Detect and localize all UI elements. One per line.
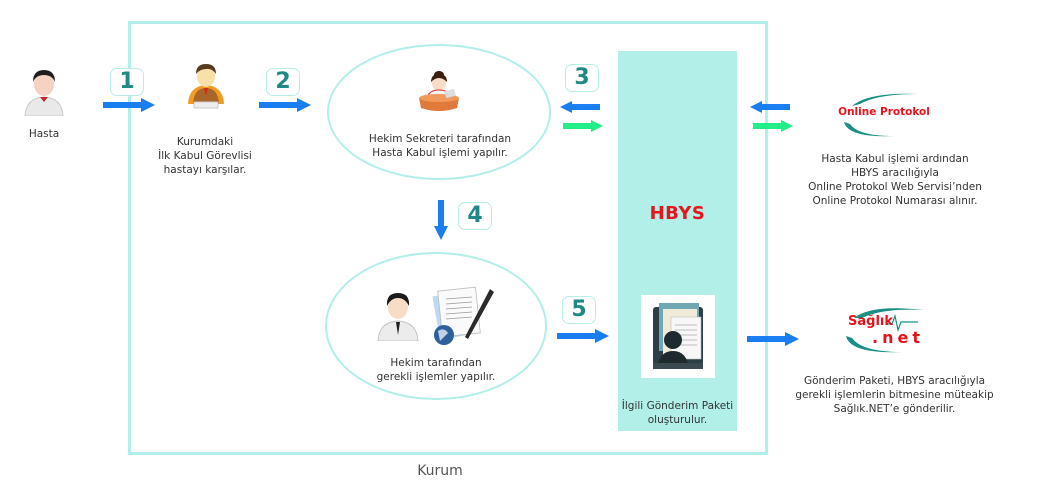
- secretary-ellipse: [327, 44, 551, 180]
- arrow-right-blue-1: [103, 98, 155, 112]
- online-protokol-caption: Hasta Kabul işlemi ardından HBYS aracılı…: [790, 152, 1000, 208]
- step-4-badge: 4: [458, 202, 492, 230]
- secretary-icon: [415, 68, 463, 114]
- reception-caption-line: hastayı karşılar.: [163, 164, 247, 176]
- arrow-right-blue-2: [259, 98, 311, 112]
- step-5-badge: 5: [562, 296, 596, 324]
- saglik-net-caption-line: gerekli işlemlerin bitmesine müteakip: [795, 389, 994, 401]
- arrow-left-blue-protokol: [750, 101, 790, 113]
- paket-caption: İlgili Gönderim Paketi oluşturulur.: [618, 399, 737, 427]
- doctor-ellipse: [325, 252, 547, 400]
- saglik-net-logo-bottom: .net: [872, 328, 924, 347]
- reception-caption-line: Kurumdaki: [176, 136, 234, 148]
- saglik-net-caption-line: Sağlık.NET’e gönderilir.: [833, 403, 956, 415]
- online-protokol-caption-line: Online Protokol Web Servisi’nden: [808, 181, 982, 193]
- arrow-right-blue-saglik: [747, 332, 799, 346]
- secretary-caption-line: Hasta Kabul işlemi yapılır.: [372, 147, 508, 159]
- doctor-caption-line: Hekim tarafından: [390, 357, 482, 369]
- arrow-right-green-protokol: [753, 120, 793, 132]
- saglik-net-caption-line: Gönderim Paketi, HBYS aracılığıyla: [803, 375, 986, 387]
- hbys-title: HBYS: [649, 203, 706, 224]
- saglik-net-logo-top: Sağlık: [848, 314, 893, 329]
- saglik-net-logo: Sağlık .net: [842, 306, 930, 356]
- patient-label: Hasta: [28, 128, 60, 140]
- paket-caption-line: oluşturulur.: [647, 414, 708, 426]
- kurum-container: [128, 21, 768, 455]
- arrow-right-green-3: [563, 120, 603, 132]
- reception-caption: Kurumdaki İlk Kabul Görevlisi hastayı ka…: [140, 135, 270, 177]
- secretary-caption: Hekim Sekreteri tarafından Hasta Kabul i…: [345, 132, 535, 160]
- reception-caption-line: İlk Kabul Görevlisi: [158, 150, 252, 162]
- step-1-badge: 1: [110, 68, 144, 96]
- document-pen-globe-icon: [430, 285, 496, 347]
- arrow-left-blue-3: [560, 101, 600, 113]
- step-3-badge: 3: [565, 64, 599, 92]
- online-protokol-caption-line: Online Protokol Numarası alınır.: [812, 195, 978, 207]
- online-protokol-caption-line: Hasta Kabul işlemi ardından: [821, 153, 969, 165]
- saglik-net-caption: Gönderim Paketi, HBYS aracılığıyla gerek…: [782, 374, 1007, 416]
- document-folder-icon: [641, 295, 715, 378]
- doctor-icon: [374, 289, 422, 342]
- doctor-caption: Hekim tarafından gerekli işlemler yapılı…: [346, 356, 526, 384]
- receptionist-icon: [184, 62, 228, 110]
- kurum-label: Kurum: [417, 463, 463, 479]
- online-protokol-logo-text: Online Protokol: [838, 106, 930, 118]
- online-protokol-caption-line: HBYS aracılığıyla: [851, 167, 939, 179]
- secretary-caption-line: Hekim Sekreteri tarafından: [368, 133, 512, 145]
- step-2-badge: 2: [266, 68, 300, 96]
- online-protokol-logo: Online Protokol: [838, 90, 930, 140]
- arrow-down-blue-4: [434, 200, 448, 240]
- patient-icon: [22, 66, 66, 117]
- doctor-caption-line: gerekli işlemler yapılır.: [376, 371, 496, 383]
- arrow-right-blue-5: [557, 329, 609, 343]
- paket-caption-line: İlgili Gönderim Paketi: [621, 400, 734, 412]
